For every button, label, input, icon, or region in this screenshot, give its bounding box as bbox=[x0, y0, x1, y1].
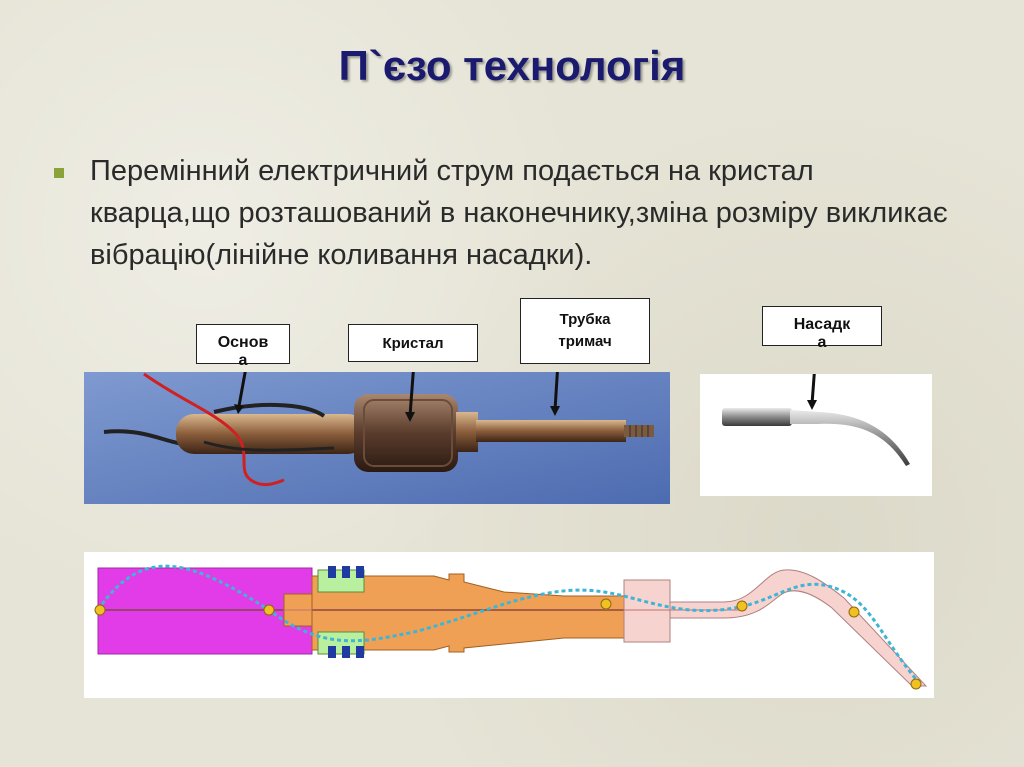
label-osnova-line1: Основ bbox=[217, 334, 269, 351]
bullet-marker bbox=[54, 168, 64, 178]
bullet-text: Перемінний електричний струм подається н… bbox=[90, 155, 948, 271]
label-nasadka: Насадк а bbox=[762, 306, 882, 351]
tip-photo bbox=[700, 374, 932, 496]
label-trubka: Трубка тримач bbox=[520, 298, 650, 364]
handpiece-photo bbox=[84, 372, 670, 504]
label-nasadka-line2: а bbox=[817, 334, 827, 351]
slide-title: П`єзо технологія bbox=[338, 42, 686, 89]
vibration-diagram bbox=[84, 552, 934, 698]
label-kristal: Кристал bbox=[348, 324, 478, 362]
label-osnova: Основ а bbox=[196, 324, 290, 369]
label-kristal-text: Кристал bbox=[382, 335, 444, 352]
label-nasadka-line1: Насадк bbox=[793, 316, 851, 333]
label-trubka-line2: тримач bbox=[558, 333, 612, 350]
label-trubka-line1: Трубка bbox=[559, 311, 611, 328]
label-osnova-line2: а bbox=[238, 352, 248, 369]
